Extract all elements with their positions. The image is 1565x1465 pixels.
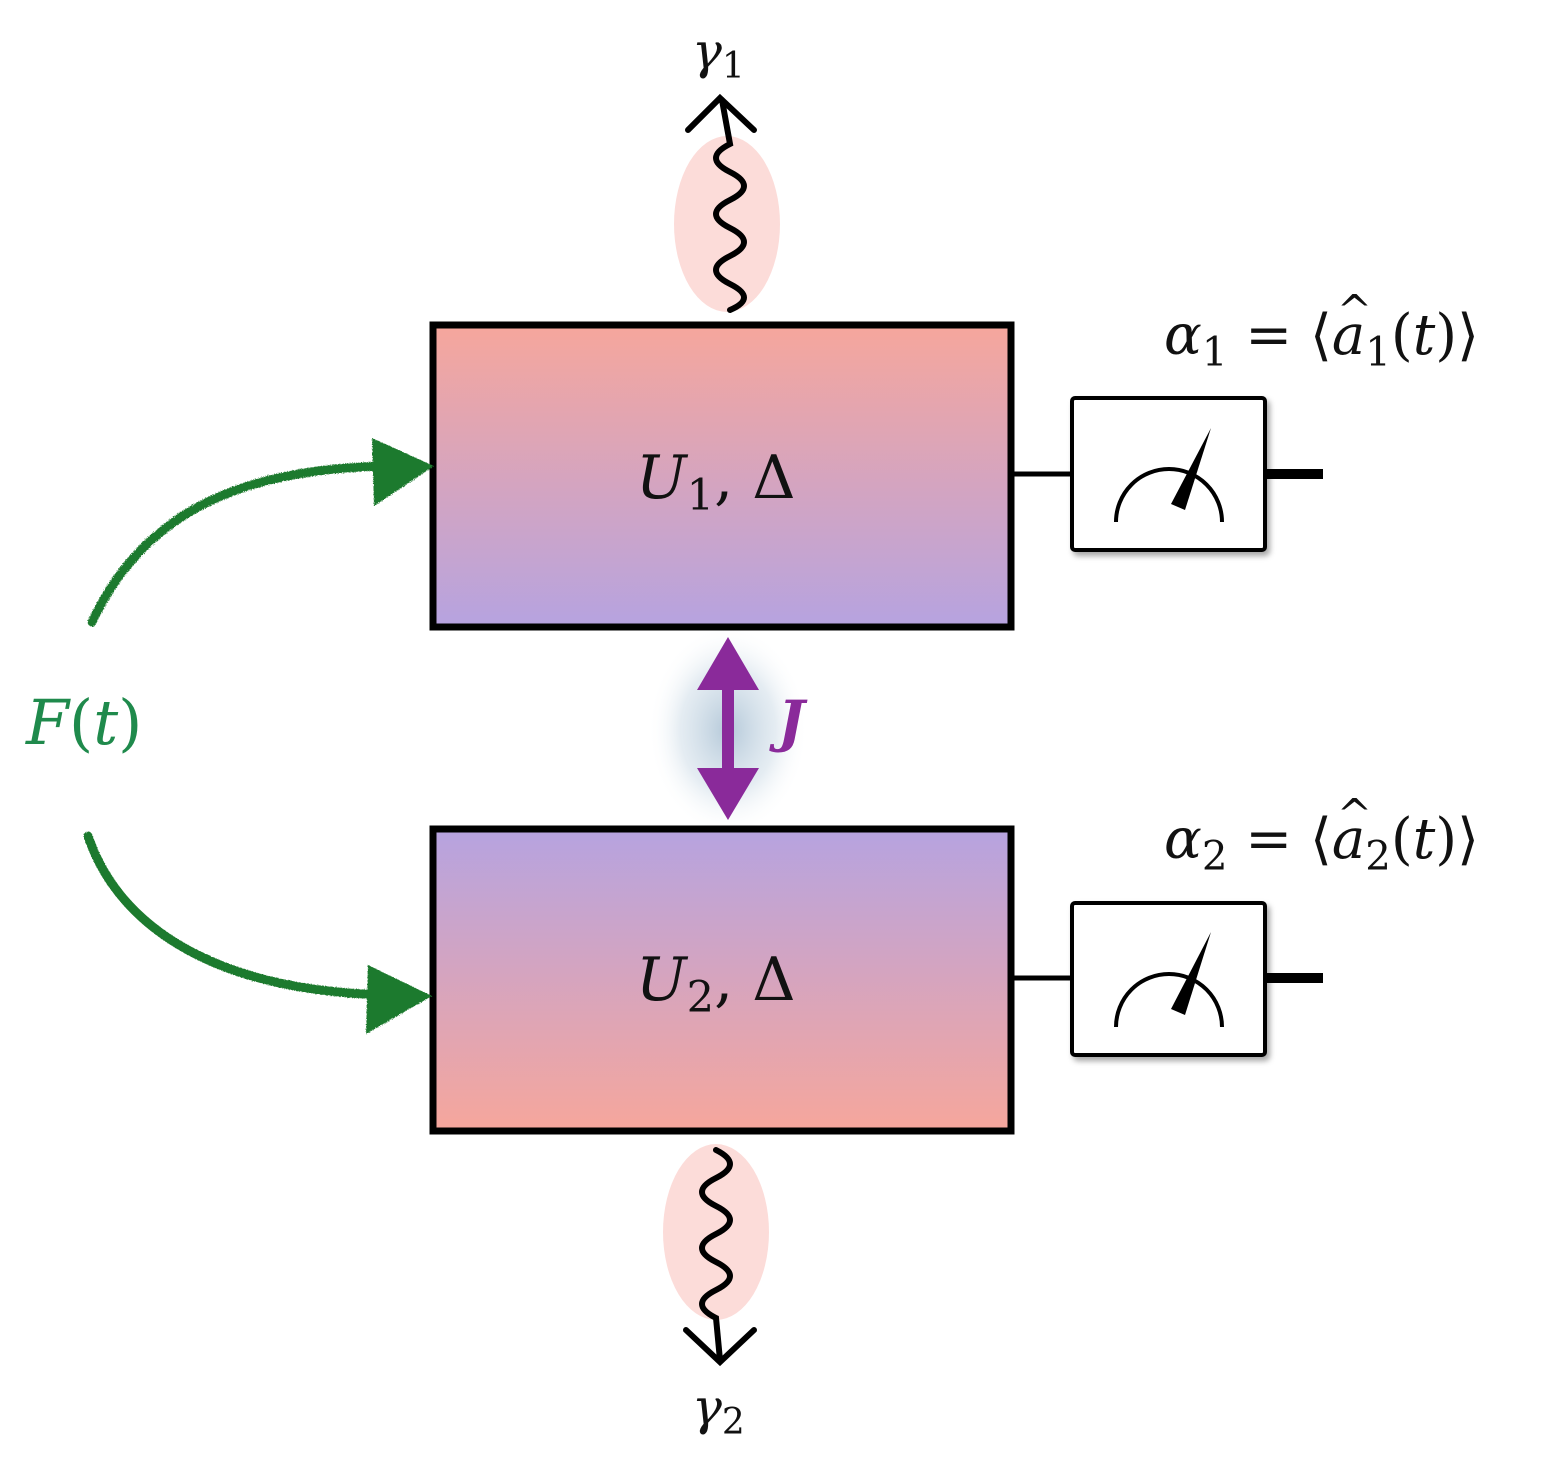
loss-rate-bottom-label: γ2 — [692, 1378, 745, 1444]
coupling-arrow-down-icon — [697, 768, 759, 820]
coupling — [648, 625, 808, 835]
cavity-bottom-label: U2, Δ — [636, 945, 796, 1024]
detector-bottom — [1011, 901, 1323, 1057]
wavy-line-top — [713, 97, 747, 313]
loss-channel-bottom — [663, 1144, 769, 1367]
observable-bottom-label: α2 = ⟨a2(t)⟩ — [1164, 794, 1479, 877]
wavy-line-bottom — [699, 1147, 733, 1363]
cavity-bottom — [429, 825, 1015, 1135]
detector-top — [1011, 396, 1323, 552]
drive-arrowhead-top-icon — [372, 438, 434, 506]
loss-channel-top — [674, 93, 780, 313]
coupling-arrow-up-icon — [697, 637, 759, 690]
coupling-label: J — [778, 689, 805, 755]
meter-box-top — [1070, 396, 1267, 552]
cavity-top — [429, 321, 1015, 631]
observable-top-label: α1 = ⟨a1(t)⟩ — [1164, 290, 1479, 373]
arrow-head-down-icon — [683, 1327, 757, 1367]
meter-dial-top-icon — [1114, 467, 1224, 523]
meter-needle-bottom-icon — [1171, 932, 1211, 1015]
cavity-top-label: U1, Δ — [636, 443, 796, 522]
drive-arrow-bottom — [83, 831, 395, 1000]
drive-label: F(t) — [26, 686, 143, 759]
meter-box-bottom — [1070, 901, 1267, 1057]
meter-needle-top-icon — [1171, 428, 1211, 510]
drive-arrow-top — [87, 461, 395, 627]
drive-arrows — [83, 438, 434, 1034]
loss-rate-top-label: γ1 — [692, 22, 745, 88]
meter-dial-bottom-icon — [1114, 972, 1224, 1028]
drive-arrowhead-bottom-icon — [366, 965, 432, 1034]
arrow-head-up-icon — [685, 93, 757, 133]
